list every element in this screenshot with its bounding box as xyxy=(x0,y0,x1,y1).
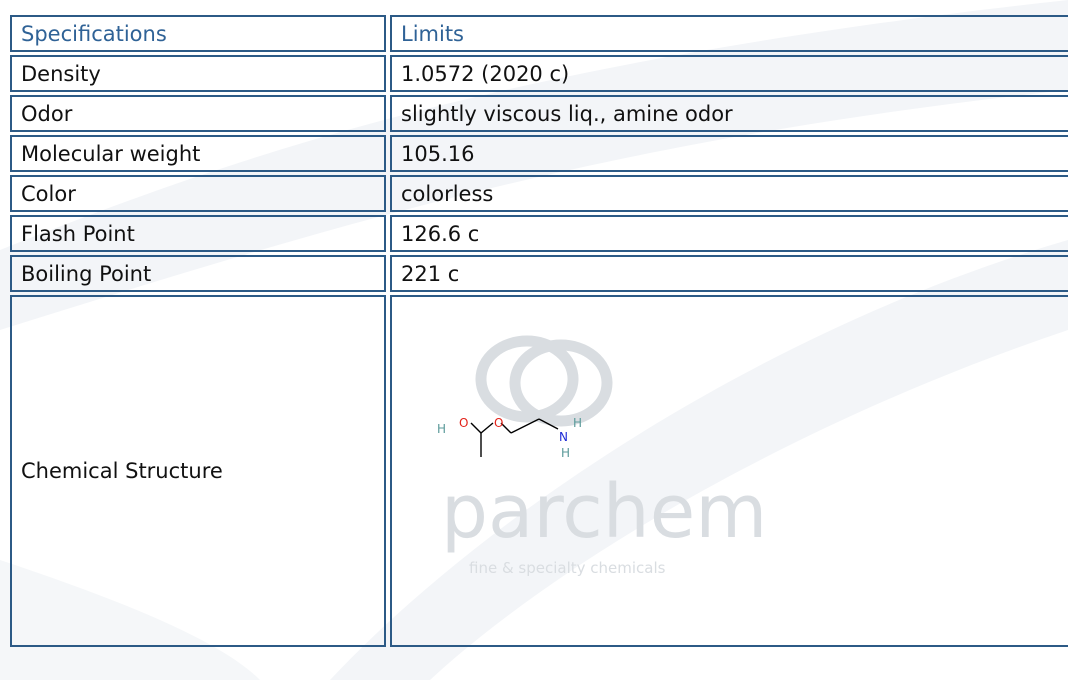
spec-name: Flash Point xyxy=(10,215,386,252)
structure-cell: parchem fine & specialty chemicals H O O xyxy=(390,295,1068,647)
spec-value: slightly viscous liq., amine odor xyxy=(390,95,1068,132)
chemical-structure-diagram: H O O N H H xyxy=(437,416,582,460)
spec-value: 126.6 c xyxy=(390,215,1068,252)
atom-o2: O xyxy=(494,416,503,430)
structure-row: Chemical Structure parchem fine & specia… xyxy=(10,295,1068,647)
table-row: Color colorless xyxy=(10,175,1068,212)
atom-h-left: H xyxy=(437,422,446,436)
table-row: Boiling Point 221 c xyxy=(10,255,1068,292)
atom-h-bottom: H xyxy=(561,446,570,460)
table-header-row: Specifications Limits xyxy=(10,15,1068,52)
structure-label: Chemical Structure xyxy=(10,295,386,647)
spec-name: Color xyxy=(10,175,386,212)
spec-value: 1.0572 (2020 c) xyxy=(390,55,1068,92)
table-row: Molecular weight 105.16 xyxy=(10,135,1068,172)
table-row: Flash Point 126.6 c xyxy=(10,215,1068,252)
spec-value: 105.16 xyxy=(390,135,1068,172)
spec-name: Odor xyxy=(10,95,386,132)
spec-name: Density xyxy=(10,55,386,92)
watermark-tagline: fine & specialty chemicals xyxy=(469,559,666,577)
header-limits: Limits xyxy=(390,15,1068,52)
atom-n: N xyxy=(559,430,568,444)
spec-value: 221 c xyxy=(390,255,1068,292)
atom-o1: O xyxy=(459,416,468,430)
spec-name: Boiling Point xyxy=(10,255,386,292)
watermark-brand: parchem xyxy=(441,469,767,555)
specifications-table: Specifications Limits Density 1.0572 (20… xyxy=(6,12,1068,650)
atom-h-right: H xyxy=(573,416,582,430)
spec-name: Molecular weight xyxy=(10,135,386,172)
table-row: Odor slightly viscous liq., amine odor xyxy=(10,95,1068,132)
spec-value: colorless xyxy=(390,175,1068,212)
table-row: Density 1.0572 (2020 c) xyxy=(10,55,1068,92)
parchem-watermark: parchem fine & specialty chemicals xyxy=(441,335,767,577)
header-specifications: Specifications xyxy=(10,15,386,52)
